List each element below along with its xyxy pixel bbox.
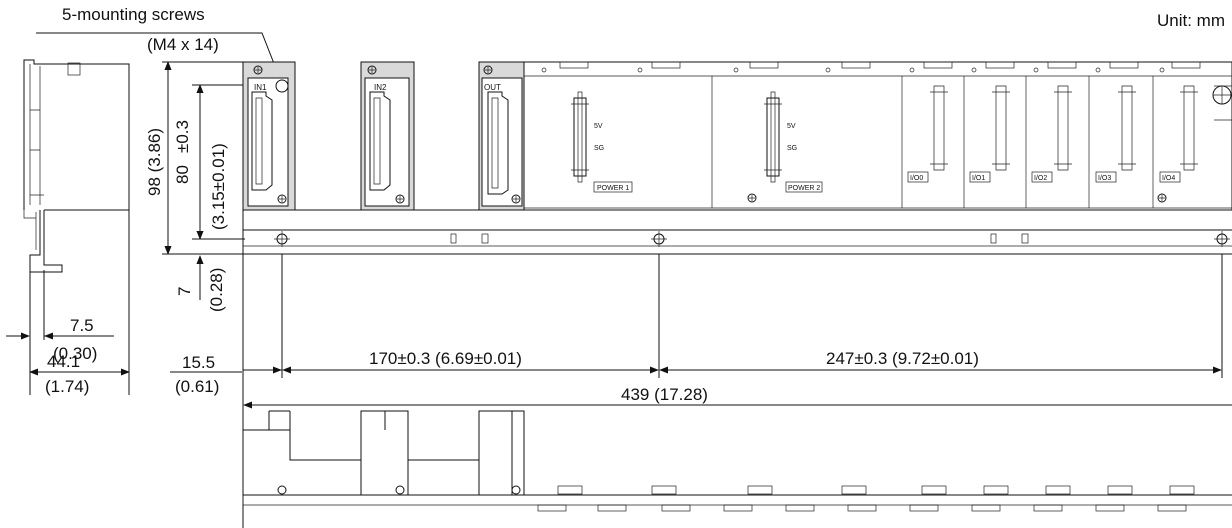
- io3-label: I/O3: [1098, 175, 1111, 182]
- io0-label: I/O0: [910, 175, 923, 182]
- io4-label: I/O4: [1162, 175, 1175, 182]
- screws-label: 5-mounting screws: [62, 5, 205, 24]
- power1-label: POWER 1: [597, 185, 629, 192]
- unit-label: Unit: mm: [1157, 11, 1225, 30]
- io-slot-0: I/O0: [907, 85, 948, 183]
- module-power1: 5V SG POWER 1: [571, 91, 633, 193]
- left-margin-in: (0.61): [175, 377, 219, 396]
- total-width: 439 (17.28): [621, 385, 708, 404]
- side-offset-in: (0.30): [53, 344, 97, 363]
- height-mount-in: (3.15±0.01): [209, 143, 228, 230]
- module-in1: IN1: [242, 61, 296, 211]
- in2-label: IN2: [374, 83, 387, 92]
- height-mount: 80: [173, 165, 192, 184]
- module-power2: 5V SG POWER 2: [747, 91, 823, 203]
- io-slot-4: I/O4: [1157, 85, 1232, 203]
- screws-spec: (M4 x 14): [147, 35, 219, 54]
- side-offset-mm: 7.5: [70, 316, 94, 335]
- depth-in: (1.74): [45, 377, 89, 396]
- top-view: [242, 410, 1232, 528]
- module-in2: IN2: [360, 61, 415, 211]
- power2-label: POWER 2: [788, 185, 820, 192]
- height-total: 98 (3.86): [145, 128, 164, 196]
- base-offset-in: (0.28): [207, 268, 226, 312]
- in1-label: IN1: [254, 83, 267, 92]
- power2-sg: SG: [787, 145, 797, 152]
- power1-sg: SG: [594, 145, 604, 152]
- base-slots: [450, 233, 1029, 244]
- power-rack-frame: [523, 61, 1232, 211]
- power2-5v: 5V: [787, 123, 796, 130]
- height-mount-tol: ±0.3: [173, 120, 192, 153]
- io1-label: I/O1: [972, 175, 985, 182]
- span2-value: 247±0.3 (9.72±0.01): [826, 349, 979, 368]
- left-margin-mm: 15.5: [182, 353, 215, 372]
- io-slot-3: I/O3: [1095, 85, 1136, 183]
- mounting-hole-1: [274, 231, 290, 247]
- mounting-hole-3: [1214, 231, 1230, 247]
- io-slot-1: I/O1: [969, 85, 1010, 183]
- power1-5v: 5V: [594, 123, 603, 130]
- io-slot-2: I/O2: [1031, 85, 1072, 183]
- depth-mm: 44.1: [47, 352, 80, 371]
- span1-value: 170±0.3 (6.69±0.01): [369, 349, 522, 368]
- mounting-hole-2: [651, 231, 667, 247]
- module-out: OUT: [478, 61, 525, 211]
- out-label: OUT: [484, 83, 501, 92]
- side-view: [23, 59, 130, 273]
- base-offset-mm: 7: [175, 287, 194, 296]
- io2-label: I/O2: [1034, 175, 1047, 182]
